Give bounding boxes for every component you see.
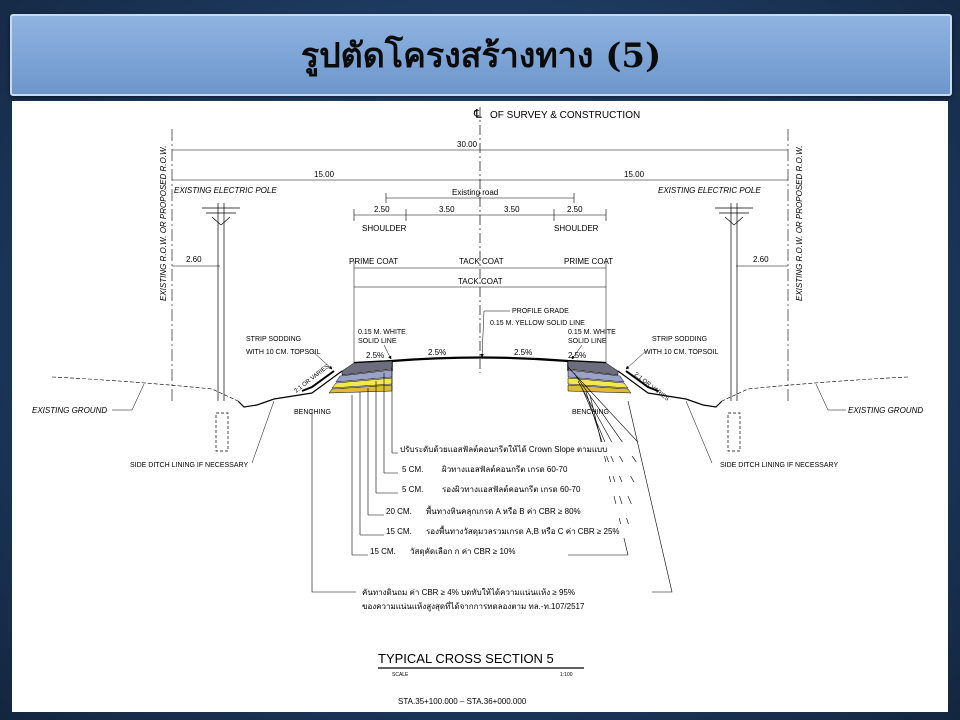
dim-pole-right: 2.60	[753, 255, 769, 264]
dim-right-half: 15.00	[624, 170, 645, 179]
white-line-left-leader	[383, 344, 392, 360]
scale-label: SCALE	[392, 672, 409, 678]
slide-title: รูปตัดโครงสร้างทาง (5)	[300, 36, 662, 76]
prime-coat-right: PRIME COAT	[564, 257, 613, 266]
ditch-label-left: SIDE DITCH LINING IF NECESSARY	[130, 462, 248, 469]
station-label: STA.35+100.000 – STA.36+000.000	[398, 697, 527, 706]
embankment-line-2: ของความแน่นแห้งสูงสุดที่ได้จากการทดลองตา…	[362, 600, 585, 612]
centerline-symbol: ℄	[473, 107, 482, 121]
layers-right	[567, 360, 632, 394]
scale-value: 1:100	[560, 672, 573, 678]
cross-section-svg: ℄ OF SURVEY & CONSTRUCTION EXISTING R.O.…	[32, 107, 923, 706]
layer-2-desc: รองผิวทางแอสฟัลต์คอนกรีต เกรด 60-70	[442, 484, 581, 494]
yellow-line-label: 0.15 M. YELLOW SOLID LINE	[490, 320, 585, 327]
sodding-leader-left	[311, 350, 333, 370]
pavement-surface	[353, 356, 607, 365]
side-slope-label-right: 2:1 OR VARIES	[633, 372, 670, 403]
dim-shoulder-left: 2.50	[374, 205, 390, 214]
white-line-right-2: SOLID LINE	[568, 338, 607, 345]
side-slope-left	[237, 370, 343, 408]
white-line-left-2: SOLID LINE	[358, 338, 397, 345]
sodding-left	[301, 370, 335, 392]
existing-ground-left	[51, 376, 239, 402]
ground-label-left: EXISTING GROUND	[32, 406, 107, 415]
profile-grade: PROFILE GRADE	[512, 308, 569, 315]
slope-lane-left: 2.5%	[428, 348, 446, 357]
layers-left	[328, 360, 393, 394]
electric-pole-left	[202, 203, 240, 452]
layer-5-desc: วัสดุคัดเลือก ก ค่า CBR ≥ 10%	[410, 547, 516, 556]
existing-ground-right	[721, 376, 909, 402]
layer-0-desc: ปรับระดับด้วยแอสฟัลต์คอนกรีตให้ได้ Crown…	[400, 444, 607, 454]
dim-left-half: 15.00	[314, 170, 335, 179]
layer-1-thickness: 5 CM.	[402, 465, 423, 474]
benching-right: BENCHING	[572, 409, 609, 416]
slope-shoulder-right: 2.5%	[568, 351, 586, 360]
layer-3-desc: พื้นทางหินคลุกเกรด A หรือ B ค่า CBR ≥ 80…	[426, 505, 581, 516]
row-label-left: EXISTING R.O.W. OR PROPOSED R.O.W.	[159, 146, 168, 301]
existing-road-label: Existing road	[452, 188, 498, 197]
layer-callouts: ปรับระดับด้วยแอสฟัลต์คอนกรีตให้ได้ Crown…	[368, 442, 664, 558]
layer-leaders	[351, 366, 649, 556]
sodding-label-right-1: STRIP SODDING	[652, 336, 707, 343]
layer-5-thickness: 15 CM.	[370, 547, 396, 556]
dim-lane-left: 3.50	[439, 205, 455, 214]
ground-leader-right-b	[815, 383, 829, 411]
white-line-left-1: 0.15 M. WHITE	[358, 329, 406, 336]
shoulder-label-left: SHOULDER	[362, 224, 407, 233]
benching-left: BENCHING	[294, 409, 331, 416]
embankment-line-1: คันทางดินถม ค่า CBR ≥ 4% บดทับให้ได้ความ…	[362, 588, 575, 597]
centerline-label: OF SURVEY & CONSTRUCTION	[490, 110, 640, 121]
sodding-label-left-1: STRIP SODDING	[246, 336, 301, 343]
pole-label-left: EXISTING ELECTRIC POLE	[174, 186, 277, 195]
embankment-leader-right	[627, 400, 673, 593]
dim-shoulder-right: 2.50	[567, 205, 583, 214]
prime-coat-left: PRIME COAT	[349, 257, 398, 266]
side-slope-label-left: 2:1 OR VARIES	[294, 364, 331, 395]
electric-pole-right	[715, 203, 753, 452]
profile-grade-leader-b	[480, 310, 485, 358]
pole-label-right: EXISTING ELECTRIC POLE	[658, 186, 761, 195]
side-slope-right	[617, 370, 723, 408]
white-line-right-1: 0.15 M. WHITE	[568, 329, 616, 336]
dim-lane-right: 3.50	[504, 205, 520, 214]
title-bar: รูปตัดโครงสร้างทาง (5)	[10, 14, 952, 96]
section-title: TYPICAL CROSS SECTION 5	[378, 651, 554, 666]
shoulder-label-right: SHOULDER	[554, 224, 599, 233]
tack-coat-full: TACK COAT	[458, 277, 503, 286]
ditch-label-right: SIDE DITCH LINING IF NECESSARY	[720, 462, 838, 469]
embankment-leader	[311, 409, 356, 593]
ground-leader-left-b	[131, 383, 145, 411]
row-label-right: EXISTING R.O.W. OR PROPOSED R.O.W.	[795, 146, 804, 301]
white-line-right-leader	[571, 344, 583, 360]
sodding-label-left-2: WITH 10 CM. TOPSOIL	[246, 349, 321, 356]
tack-coat-center: TACK COAT	[459, 257, 504, 266]
layer-2-thickness: 5 CM.	[402, 485, 423, 494]
ditch-leader-left	[251, 400, 275, 464]
cross-section-drawing: ℄ OF SURVEY & CONSTRUCTION EXISTING R.O.…	[12, 101, 948, 712]
ditch-leader-right	[685, 400, 713, 464]
slope-shoulder-left: 2.5%	[366, 351, 384, 360]
layer-4-desc: รองพื้นทางวัสดุมวลรวมเกรด A,B หรือ C ค่า…	[426, 525, 620, 536]
sodding-right	[625, 370, 659, 392]
slope-lane-right: 2.5%	[514, 348, 532, 357]
sodding-leader-right	[625, 350, 647, 370]
dim-total: 30.00	[457, 140, 478, 149]
sodding-label-right-2: WITH 10 CM. TOPSOIL	[644, 349, 719, 356]
layer-1-desc: ผิวทางแอสฟัลต์คอนกรีต เกรด 60-70	[442, 464, 568, 474]
ground-label-right: EXISTING GROUND	[848, 406, 923, 415]
layer-4-thickness: 15 CM.	[386, 527, 412, 536]
dim-pole-left: 2.60	[186, 255, 202, 264]
layer-3-thickness: 20 CM.	[386, 507, 412, 516]
